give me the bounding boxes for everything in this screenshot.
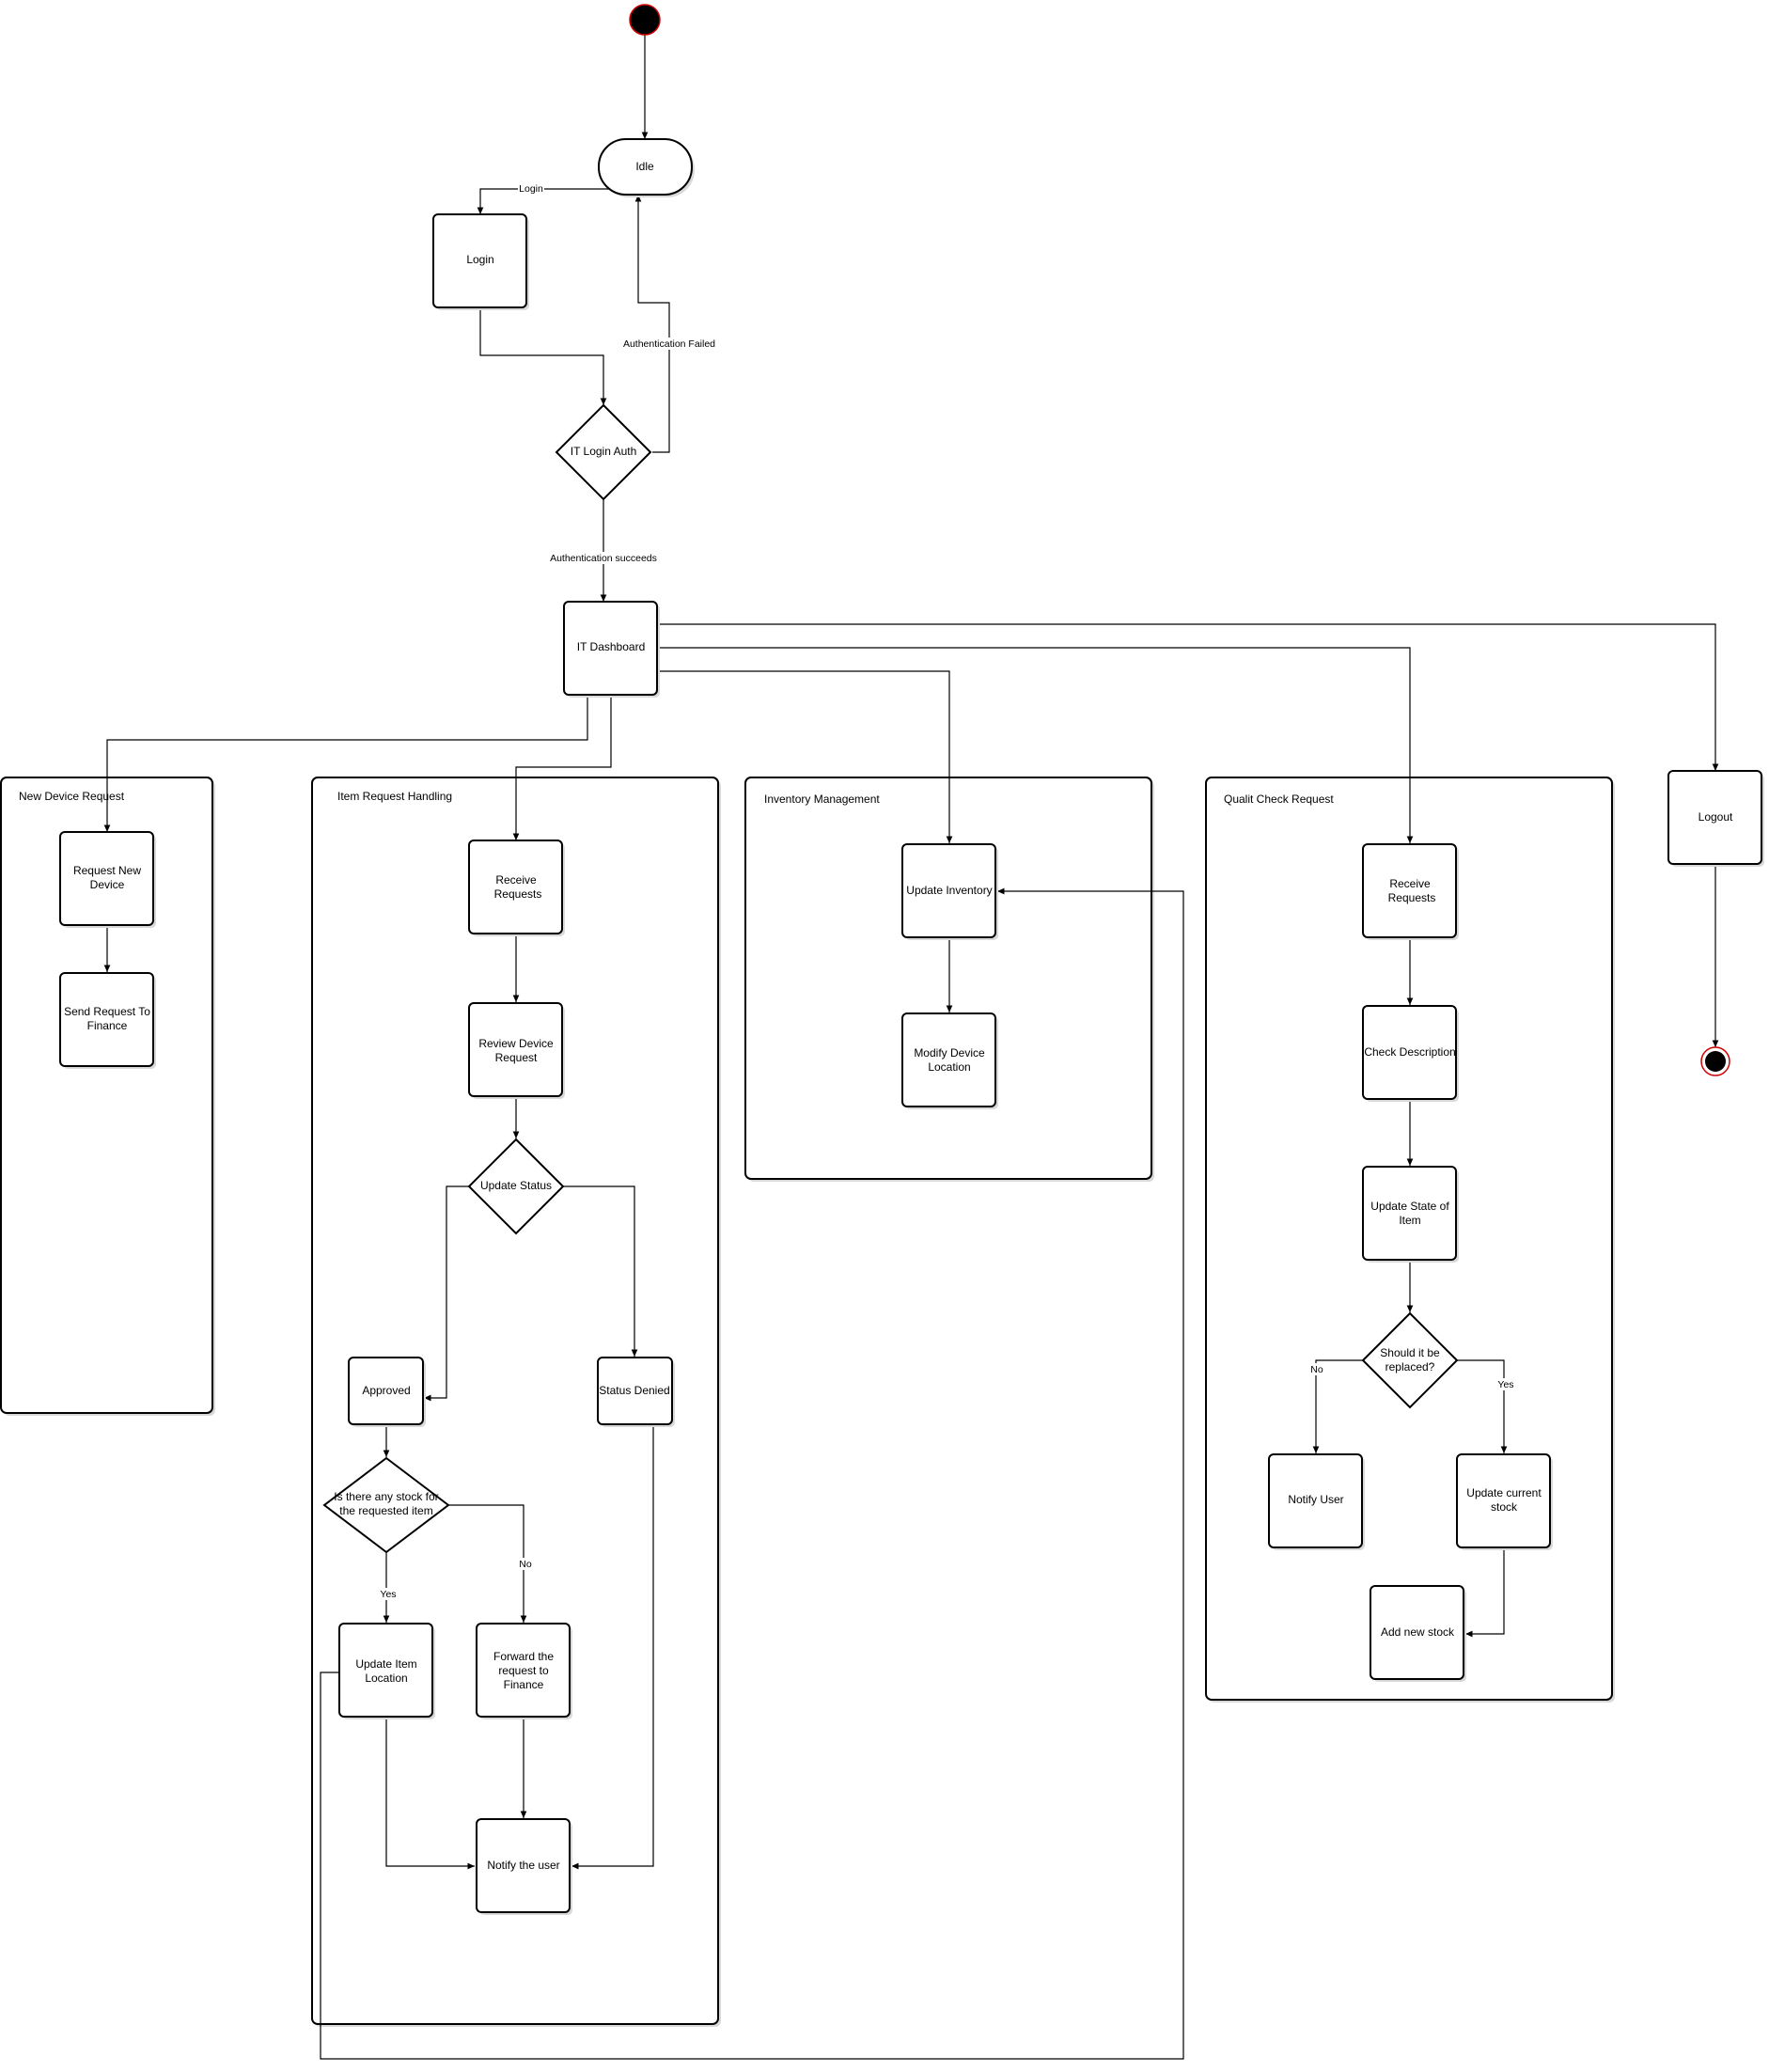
node-update-status[interactable]: Update Status: [467, 1138, 565, 1235]
svg-text:IT Login Auth: IT Login Auth: [571, 445, 637, 458]
node-line: stock: [1491, 1500, 1518, 1514]
lane-title: Inventory Management: [764, 793, 880, 806]
svg-text:Check Description: Check Description: [1364, 1045, 1455, 1059]
edge-dashboard-logout: [658, 623, 1719, 771]
node-update-current-stock[interactable]: Update current stock: [1456, 1453, 1553, 1550]
node-idle[interactable]: Idle: [598, 138, 695, 197]
svg-text:Update Status: Update Status: [480, 1179, 552, 1192]
node-line: Finance: [87, 1019, 128, 1032]
svg-text:Update Inventory: Update Inventory: [906, 884, 992, 897]
edge-label-stock-yes: Yes: [380, 1589, 396, 1600]
node-login[interactable]: Login: [432, 213, 529, 310]
node-notify-user[interactable]: Notify User: [1268, 1453, 1365, 1550]
edge-auth-failed: [634, 195, 670, 453]
node-modify-device-location[interactable]: Modify Device Location: [901, 1012, 998, 1109]
edge-stock-no: [448, 1504, 527, 1623]
edge-dashboard-newdevice: [103, 695, 588, 832]
node-line: Requests: [1388, 891, 1436, 904]
edge-location-inventory: [320, 887, 1184, 2060]
node-line: Item: [1399, 1214, 1420, 1227]
svg-text:Add new stock: Add new stock: [1381, 1625, 1455, 1639]
start-node: [629, 4, 661, 36]
edge-dashboard-item: [512, 695, 612, 840]
edge-status-approved: [424, 1185, 469, 1402]
lane-title: Item Request Handling: [337, 790, 452, 803]
svg-text:Status Denied: Status Denied: [599, 1384, 669, 1397]
node-review-device-request[interactable]: Review Device Request: [468, 1002, 565, 1099]
node-line: Location: [928, 1060, 970, 1074]
edge-label-auth-failed: Authentication Failed: [623, 338, 715, 350]
lane-title: New Device Request: [19, 790, 125, 803]
edges: [103, 35, 1719, 2060]
node-line: Receive: [1389, 877, 1431, 890]
node-qc-receive-requests[interactable]: Receive Requests: [1362, 843, 1459, 940]
node-line: Update Item: [355, 1657, 416, 1671]
node-line: Send Request To: [64, 1005, 150, 1018]
node-update-item-location[interactable]: Update Item Location: [338, 1623, 435, 1719]
node-line: the requested item: [339, 1504, 432, 1517]
lane-new-device-request: New Device Request: [0, 777, 215, 1416]
node-line: Is there any stock for: [334, 1490, 438, 1503]
node-notify-the-user[interactable]: Notify the user: [476, 1818, 572, 1915]
node-line: Device: [90, 878, 125, 891]
node-update-inventory[interactable]: Update Inventory: [901, 843, 998, 940]
node-stock-decision[interactable]: Is there any stock for the requested ite…: [322, 1456, 450, 1554]
svg-text:Login: Login: [466, 253, 493, 266]
edge-status-denied: [563, 1185, 638, 1357]
node-approved[interactable]: Approved: [348, 1357, 426, 1427]
node-line: replaced?: [1385, 1360, 1435, 1373]
edge-dashboard-inventory: [658, 670, 953, 843]
node-logout[interactable]: Logout: [1667, 770, 1764, 867]
lane-inventory-management: Inventory Management: [744, 777, 1154, 1182]
node-check-description[interactable]: Check Description: [1362, 1005, 1459, 1102]
node-add-new-stock[interactable]: Add new stock: [1370, 1585, 1466, 1682]
node-it-dashboard[interactable]: IT Dashboard: [563, 601, 660, 698]
node-line: Review Device: [478, 1037, 554, 1050]
svg-text:Notify the user: Notify the user: [487, 1859, 559, 1872]
node-replace-decision[interactable]: Should it be replaced?: [1361, 1311, 1459, 1409]
edge-denied-notify: [571, 1425, 654, 1870]
node-line: Should it be: [1380, 1346, 1440, 1359]
edge-label-replace-no: No: [1310, 1364, 1323, 1375]
node-line: Receive: [495, 873, 537, 887]
node-it-login-auth[interactable]: IT Login Auth: [555, 403, 652, 501]
edge-dashboard-quality: [658, 647, 1414, 843]
svg-text:Logout: Logout: [1699, 810, 1733, 824]
node-line: Request: [495, 1051, 538, 1064]
lane-title: Qualit Check Request: [1224, 793, 1334, 806]
edge-label-stock-no: No: [519, 1559, 532, 1570]
node-line: Requests: [494, 887, 542, 901]
svg-text:IT Dashboard: IT Dashboard: [577, 640, 646, 653]
edge-location-notify: [385, 1719, 475, 1870]
node-line: Forward the: [493, 1650, 554, 1663]
node-line: Request New: [73, 864, 141, 877]
edge-label-auth-succeeds: Authentication succeeds: [550, 553, 657, 564]
node-line: Update State of: [1370, 1200, 1449, 1213]
edge-stock-addnew: [1465, 1549, 1505, 1638]
svg-text:Notify User: Notify User: [1288, 1493, 1343, 1506]
edge-replace-yes: [1457, 1359, 1508, 1453]
node-forward-finance[interactable]: Forward the request to Finance: [476, 1623, 572, 1719]
edge-idle-login: [477, 188, 609, 214]
node-line: Finance: [504, 1678, 544, 1691]
node-request-new-device[interactable]: Request New Device: [59, 831, 156, 928]
node-status-denied[interactable]: Status Denied: [597, 1357, 675, 1427]
edge-label-replace-yes: Yes: [1497, 1379, 1513, 1390]
node-line: Update current: [1466, 1486, 1542, 1499]
edge-labels: Login Authentication Failed Authenticati…: [378, 182, 1516, 1600]
node-update-state-item[interactable]: Update State of Item: [1362, 1166, 1459, 1263]
edge-replace-no: [1312, 1359, 1363, 1453]
end-node: [1700, 1046, 1730, 1076]
svg-text:Approved: Approved: [362, 1384, 410, 1397]
node-receive-requests[interactable]: Receive Requests: [468, 840, 565, 936]
svg-text:Idle: Idle: [635, 160, 654, 173]
edge-login-auth: [479, 307, 607, 405]
node-line: Location: [365, 1672, 407, 1685]
node-line: request to: [498, 1664, 549, 1677]
node-send-request-finance[interactable]: Send Request To Finance: [59, 972, 156, 1069]
node-line: Modify Device: [914, 1046, 985, 1060]
edge-label-login: Login: [519, 183, 543, 195]
